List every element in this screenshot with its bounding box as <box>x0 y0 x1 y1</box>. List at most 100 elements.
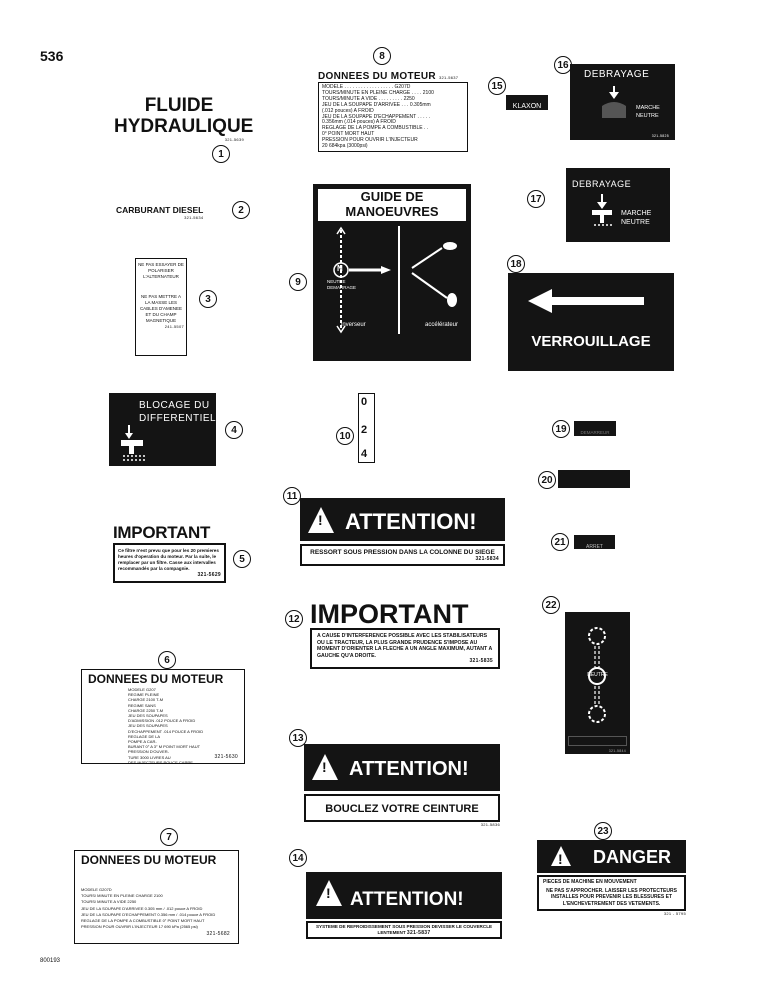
decal-1-line2: HYDRAULIQUE <box>114 116 254 137</box>
decal-9-right-label: accélérateur <box>425 322 459 328</box>
decal-11-title: ATTENTION! <box>345 509 477 534</box>
engine-data-row: REGIME PLEINE <box>128 692 160 698</box>
engine-data-row: JEU DE LA SOUPAPE D'ECHAPPEMENT 0.356 mm… <box>81 911 216 917</box>
engine-data-row: PRESSION D'OUVER- <box>128 749 169 755</box>
engine-data-row: D'ECHAPPEMENT .014 POUCE A FROID <box>128 728 204 734</box>
callout-19: 19 <box>552 420 570 438</box>
decal-15-text: KLAXON <box>512 103 542 110</box>
decal-14-body: SYSTEME DE REFROIDISSEMENT SOUS PRESSION… <box>306 921 502 939</box>
decal-arret: ARRET <box>574 535 615 550</box>
engine-data-row: TOURS/ MINUTE A VIDE 2250 <box>81 899 137 905</box>
decal-16-line2: NEUTRE <box>636 113 659 119</box>
engine-data-row: TOURS/ MINUTE EN PLEINE CHARGE 2100 <box>81 893 163 899</box>
decal-14-title: ATTENTION! <box>350 889 464 910</box>
warning-icon <box>308 507 334 533</box>
engine-data-row: REGLAGE DE LA <box>128 733 161 739</box>
decal-13-text: BOUCLEZ VOTRE CEINTURE <box>325 803 479 815</box>
decal-1-code: 321-5639 <box>224 137 244 142</box>
decal-10-g0: 0 <box>361 396 368 408</box>
decal-3-bottom: NE PAS METTRE A LA MASSE LES CABLES D'AM… <box>139 294 183 323</box>
engine-data-row: JEU DE LA SOUPAPE D'ECHAPPEMENT . . . . … <box>322 113 431 120</box>
warning-icon <box>551 846 571 867</box>
decal-22-code: 321-5844 <box>608 749 626 753</box>
decal-12-box: A CAUSE D'INTERFERENCE POSSIBLE AVEC LES… <box>310 628 500 670</box>
decal-3-top: NE PAS ESSAYER DE POLARISER L'ALTERNATEU… <box>138 262 184 279</box>
callout-13: 13 <box>289 729 307 747</box>
shift-pattern-icon <box>333 226 391 334</box>
decal-9-title-box: GUIDE DE MANOEUVRES <box>318 189 466 221</box>
decal-attention-ceinture: ATTENTION! BOUCLEZ VOTRE CEINTURE 321-58… <box>304 744 500 827</box>
decal-13-title: ATTENTION! <box>349 758 469 780</box>
decal-16-line1: MARCHE <box>636 105 660 111</box>
decal-17-title: DEBRAYAGE <box>572 179 632 189</box>
decal-9-left-label: inverseur <box>341 322 366 328</box>
decal-9-neutral: N <box>337 264 343 273</box>
callout-9: 9 <box>289 273 307 291</box>
decal-gear-numbers: 0 2 4 <box>358 393 375 463</box>
decal-8-rows: MODELE . . . . . . . . . . . . . . . . .… <box>318 82 468 152</box>
decal-11-header: ATTENTION! <box>300 498 505 541</box>
decal-demarreur: DEMARREUR <box>574 421 616 436</box>
decal-23-title: DANGER <box>593 847 672 867</box>
decal-verrouillage: VERROUILLAGE <box>508 273 674 371</box>
lock-lever-icon <box>121 425 145 461</box>
callout-18: 18 <box>507 255 525 273</box>
decal-10-g2: 2 <box>361 424 368 436</box>
decal-5-box: Ce filtre n'est prevu que pour les 20 pr… <box>113 543 226 583</box>
decal-23-body: PIECES DE MACHINE EN MOUVEMENT NE PAS S'… <box>537 875 686 911</box>
decal-important-filtre: IMPORTANT Ce filtre n'est prevu que pour… <box>113 523 226 583</box>
decal-17-line2: NEUTRE <box>621 219 650 226</box>
engine-data-row: JEU DE LA SOUPAPE D'ARRIVEE 0.305 mm / .… <box>81 905 203 911</box>
shift-pattern-icon <box>588 627 606 723</box>
decal-carburant-diesel: CARBURANT DIESEL 321-5634 <box>116 205 203 220</box>
callout-7: 7 <box>160 828 178 846</box>
callout-10: 10 <box>336 427 354 445</box>
engine-data-row: PRESSION POUR OUVRIR L'INJECTEUR 17 690 … <box>81 924 198 930</box>
decal-14-text: SYSTEME DE REFROIDISSEMENT SOUS PRESSION… <box>315 924 493 935</box>
decal-2-code: 321-5634 <box>184 215 204 220</box>
engine-data-row: JEU DES SOUPAPES <box>128 723 168 729</box>
engine-data-row: TOURS/MINUTE A VIDE . . . . . . . . . 22… <box>322 95 415 102</box>
decal-debrayage-16: DEBRAYAGE MARCHE NEUTRE 321-5825 <box>570 64 675 140</box>
decal-6-code: 321-5630 <box>214 754 238 760</box>
decal-17-line1: MARCHE <box>621 210 652 217</box>
callout-22: 22 <box>542 596 560 614</box>
decal-13-header: ATTENTION! <box>304 744 500 791</box>
decal-blank-20 <box>558 470 630 488</box>
engine-data-row: BURANT 0° A 3° M POINT MORT HAUT <box>128 744 201 750</box>
decal-4-line2: DIFFERENTIEL <box>139 413 217 424</box>
decal-9-divider <box>398 226 400 334</box>
callout-21: 21 <box>551 533 569 551</box>
decal-klaxon: KLAXON <box>506 95 548 110</box>
callout-11: 11 <box>283 487 301 505</box>
decal-6-title: DONNEES DU MOTEUR <box>88 672 224 686</box>
throttle-icon <box>411 242 457 307</box>
engine-data-row: PRESSION POUR OUVRIR L'INJECTEUR <box>322 137 418 144</box>
decal-10-g4: 4 <box>361 448 368 460</box>
engine-data-row: JEU DE LA SOUPAPE D'ARRIVEE . . . 0.305m… <box>322 101 431 108</box>
decal-14-code: 321-5837 <box>406 930 431 936</box>
decal-11-code: 321-5834 <box>475 556 499 562</box>
decal-12-title: IMPORTANT <box>310 599 469 629</box>
engine-data-row: TOURS/MINUTE EN PLEINE CHARGE . . . . 21… <box>322 89 434 96</box>
decal-8-header: DONNEES DU MOTEUR 321-5637 <box>318 71 468 82</box>
decal-23-header: DANGER <box>537 840 686 873</box>
engine-data-row: 20 684kpa (3000psi) <box>322 143 368 150</box>
decal-12-text: A CAUSE D'INTERFERENCE POSSIBLE AVEC LES… <box>317 633 492 659</box>
decal-attention-refroidissement: ATTENTION! SYSTEME DE REFROIDISSEMENT SO… <box>306 872 502 939</box>
decal-19-text: DEMARREUR <box>580 430 610 435</box>
clutch-pedal-icon <box>602 86 626 118</box>
decal-donnees-moteur-8: DONNEES DU MOTEUR 321-5637 MODELE . . . … <box>318 71 468 152</box>
decal-12-code: 321-5835 <box>469 658 493 665</box>
callout-15: 15 <box>488 77 506 95</box>
decal-attention-ressort: ATTENTION! RESSORT SOUS PRESSION DANS LA… <box>300 498 505 566</box>
decal-7-title: DONNEES DU MOTEUR <box>81 853 217 867</box>
engine-data-row: MODELE G207 <box>128 687 156 692</box>
decal-9-neutral-label: NEUTRE DEMARRAGE <box>327 279 357 290</box>
decal-neutre-22: NEUTRE 321-5844 <box>565 612 630 754</box>
decal-13-body: BOUCLEZ VOTRE CEINTURE <box>304 794 500 822</box>
